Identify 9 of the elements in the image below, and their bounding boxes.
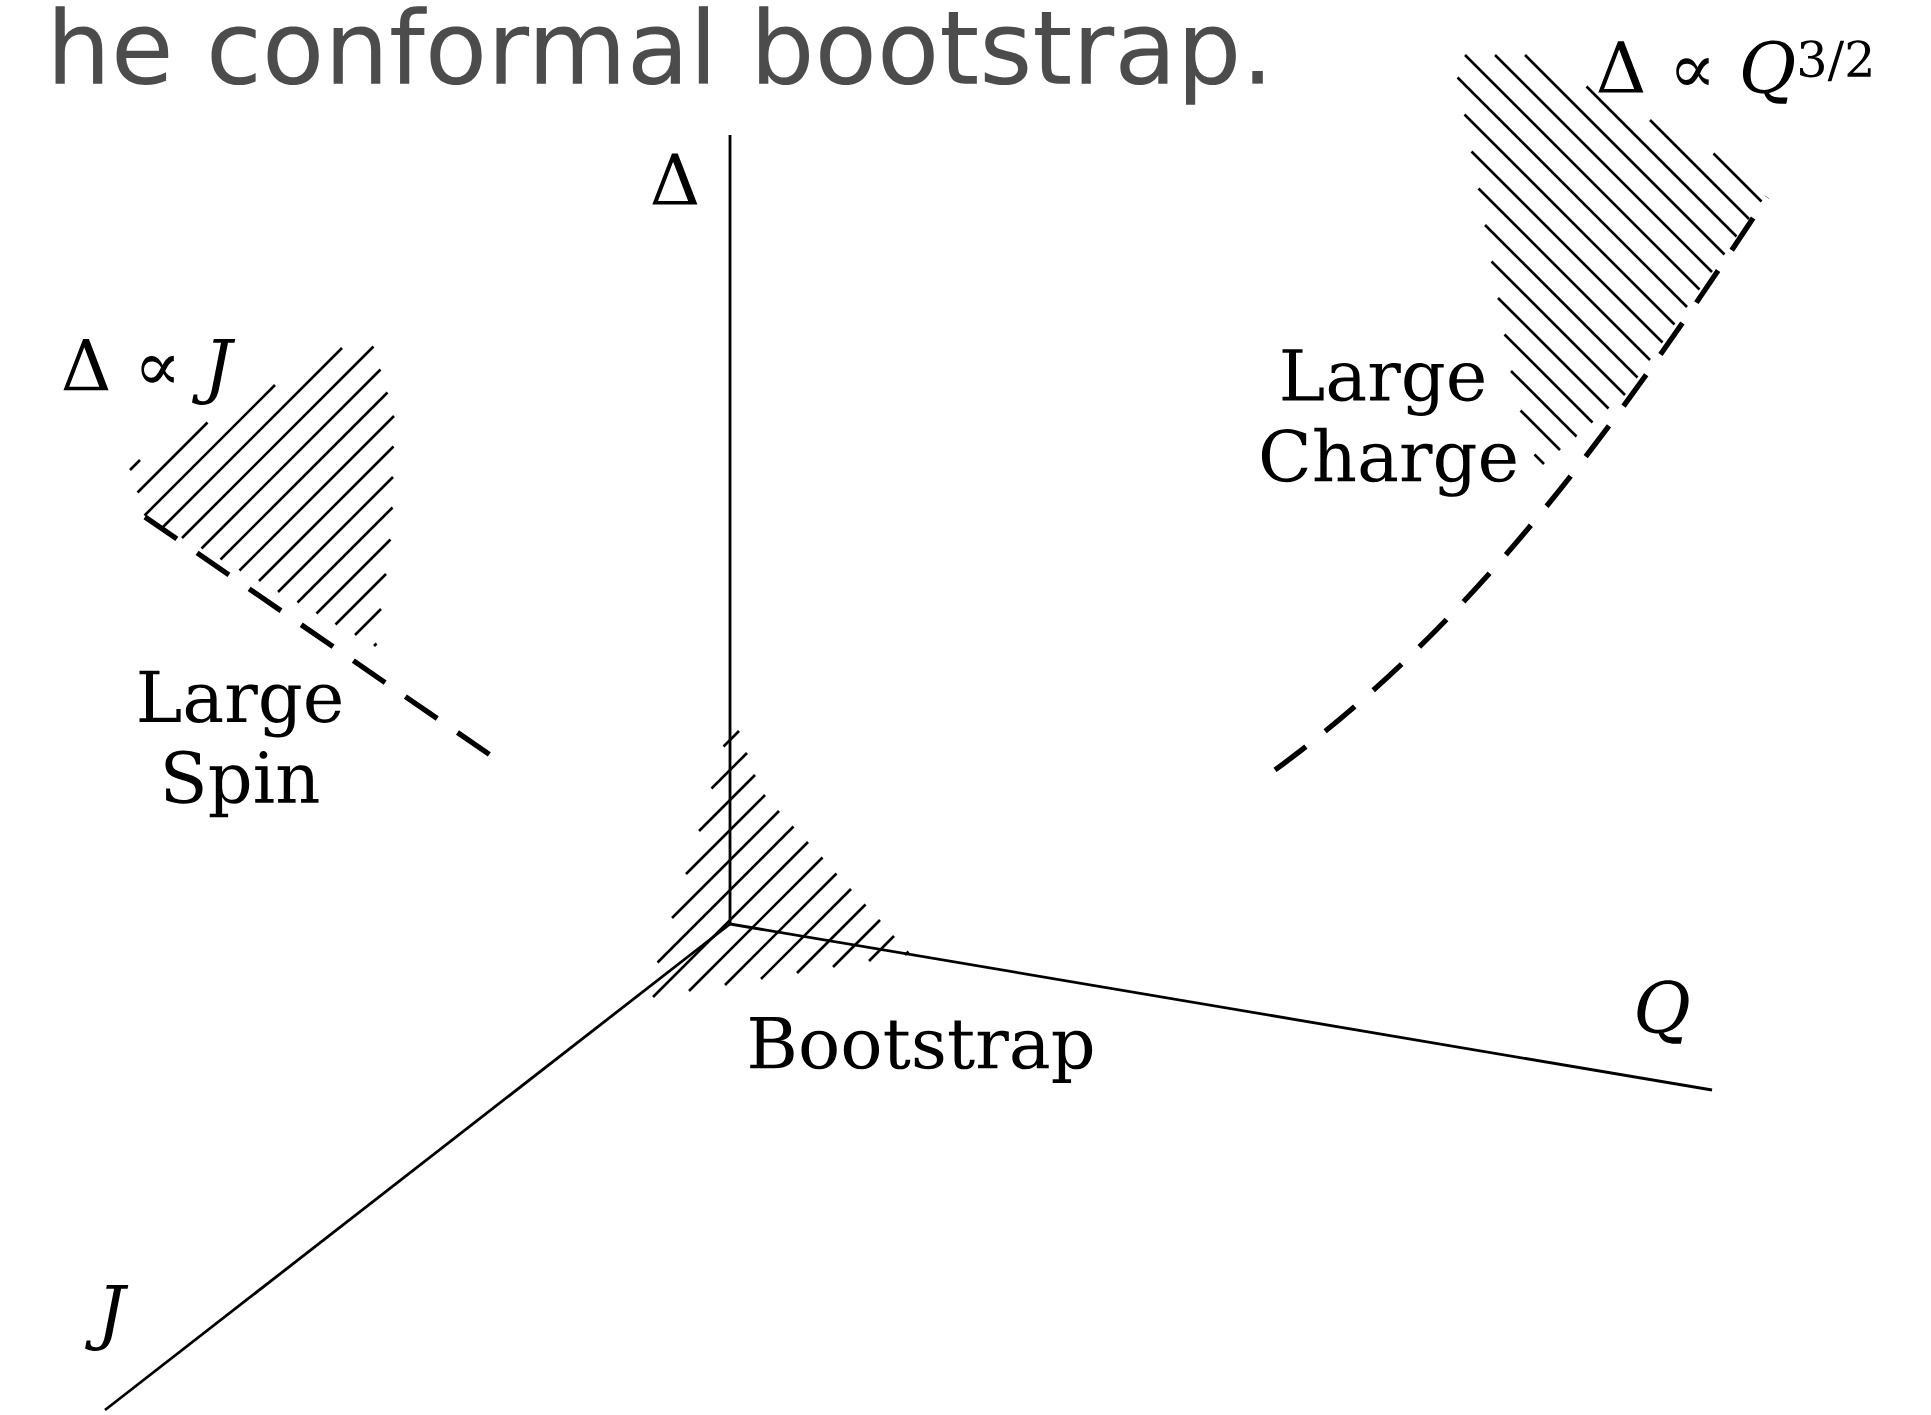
axis-label: Δ xyxy=(652,153,698,205)
axis-label: J xyxy=(85,1285,129,1351)
title: he conformal bootstrap. xyxy=(55,6,1263,105)
region-label: Bootstrap xyxy=(750,1017,1093,1083)
region-label: Large Spin xyxy=(139,670,341,818)
formula-label: Δ ∝ Q$^{3/2}$ xyxy=(1598,40,1871,104)
formula-label: Δ ∝ J xyxy=(63,339,236,405)
axis-label: Q xyxy=(1637,980,1689,1044)
region-label: Large Charge xyxy=(1261,349,1516,497)
